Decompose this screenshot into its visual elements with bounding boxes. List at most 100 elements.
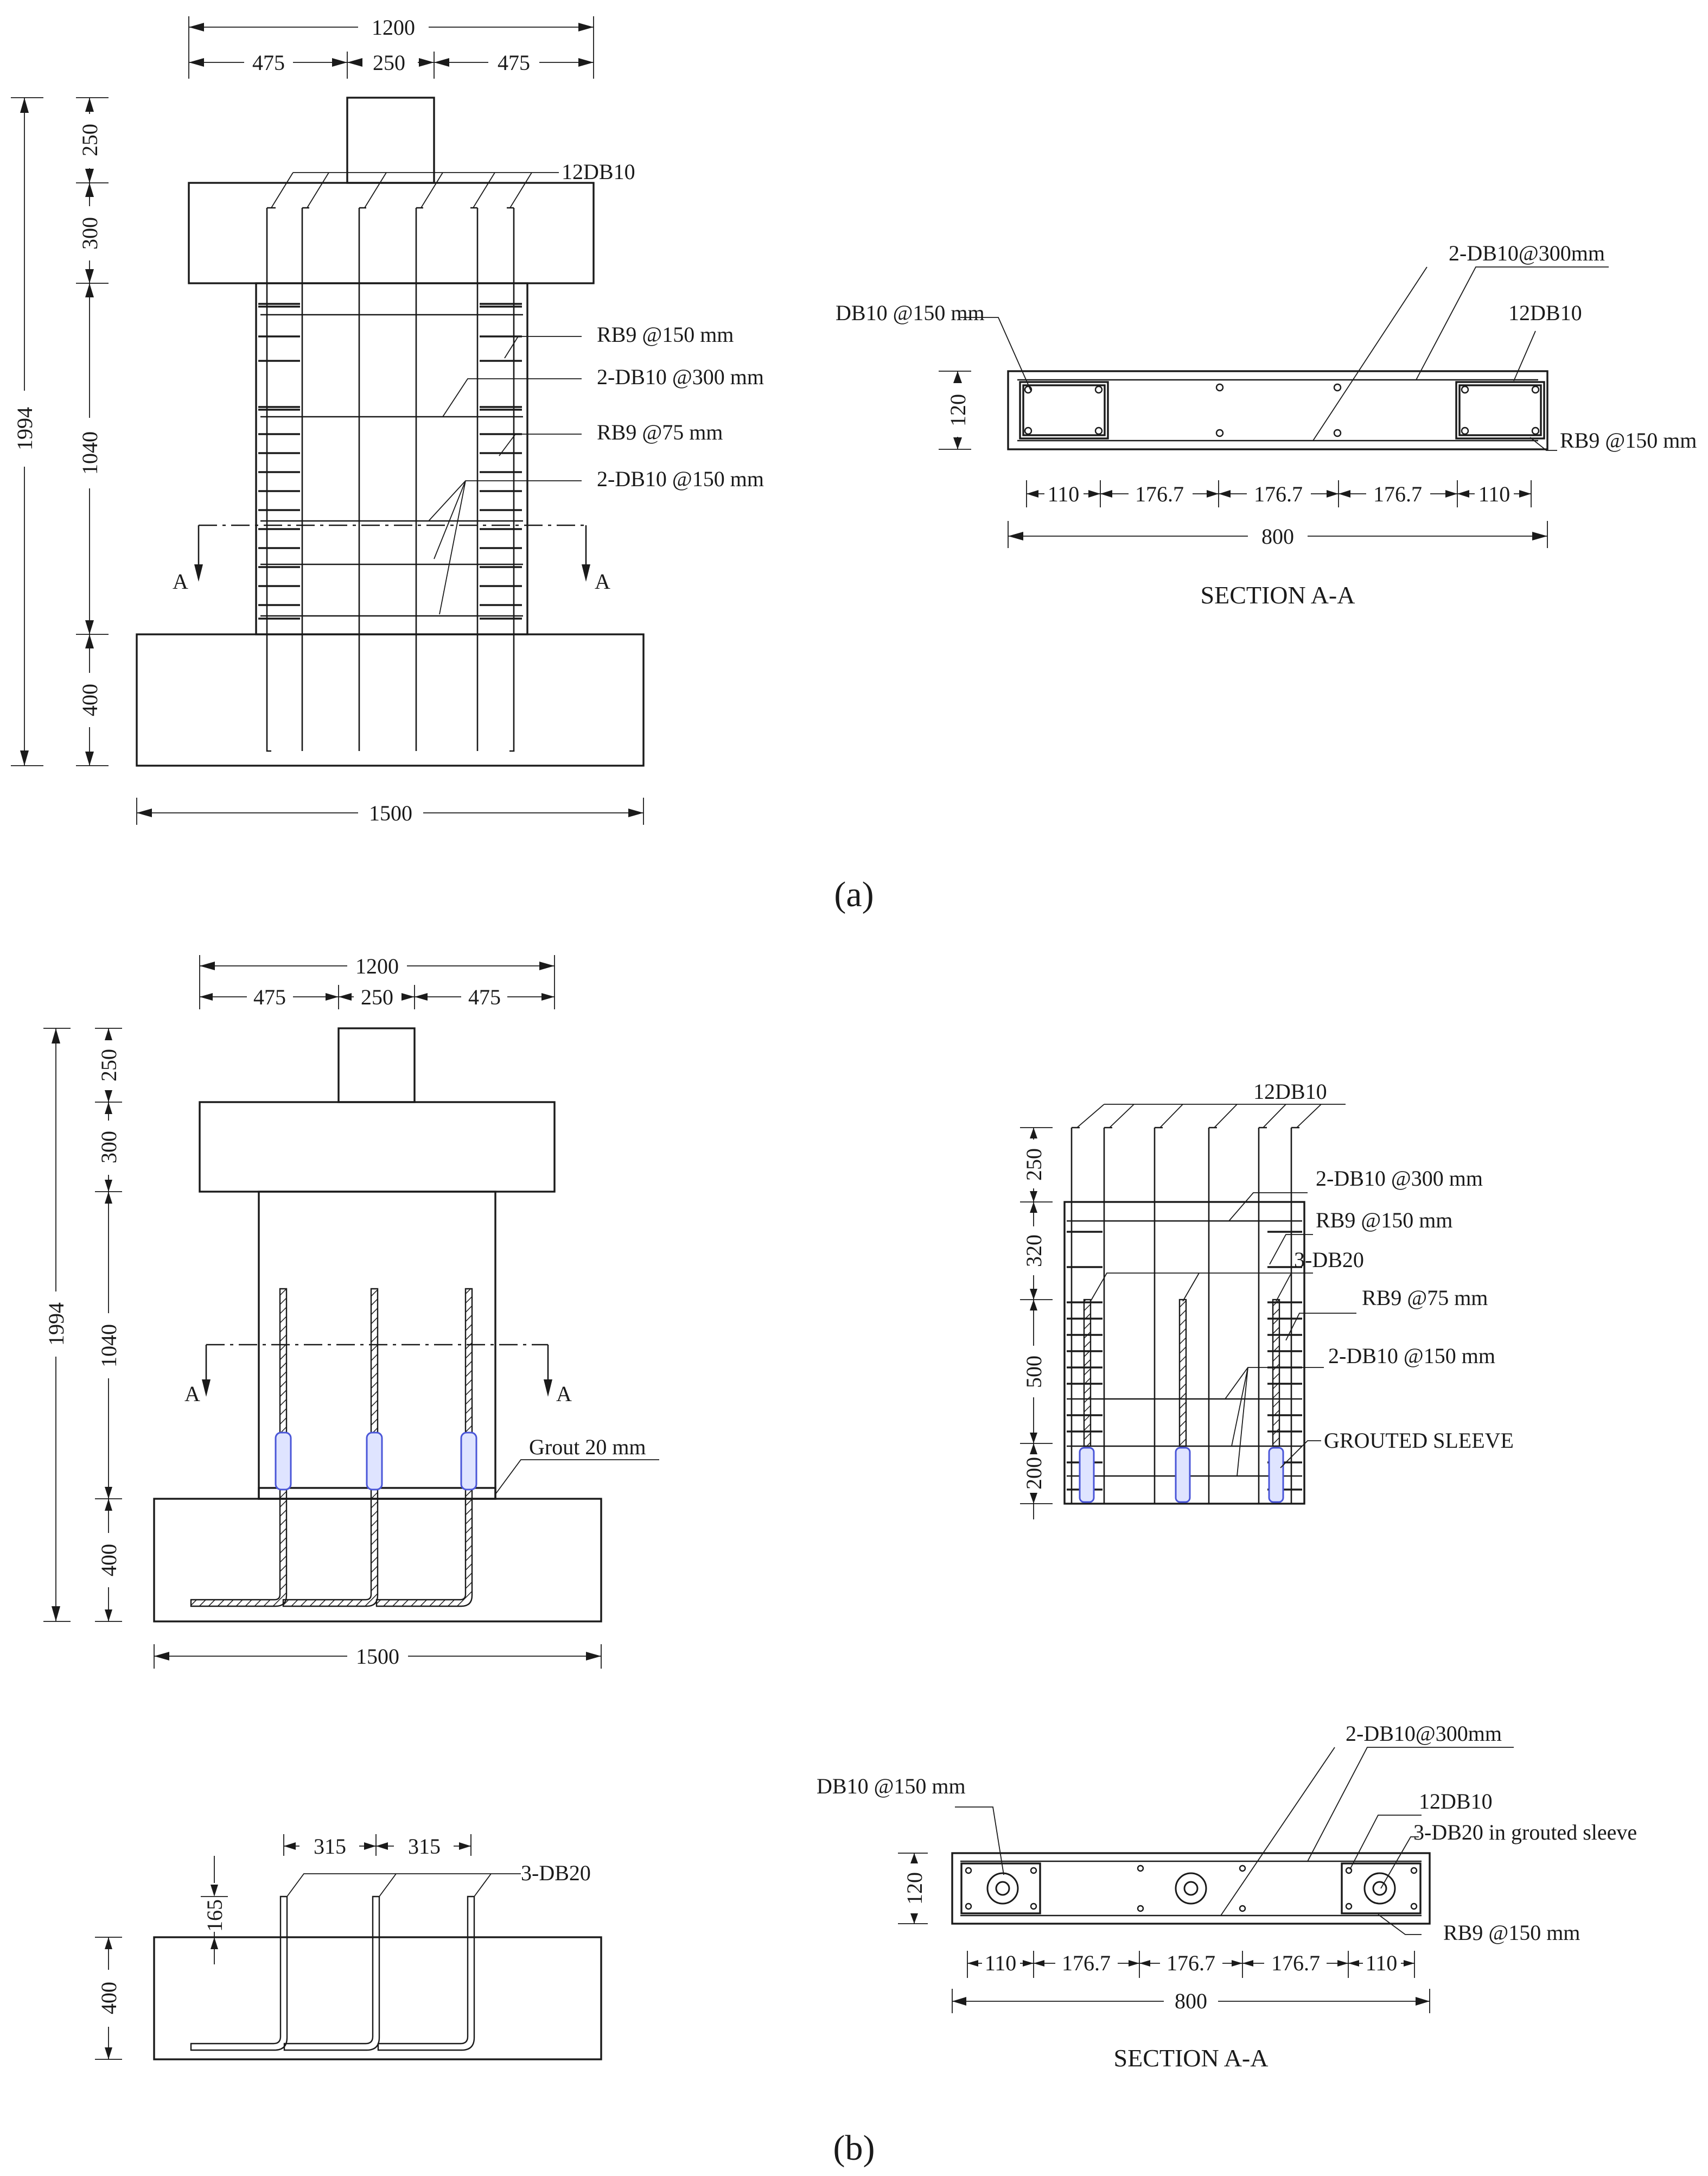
footing-dim-h: 400 xyxy=(97,1982,121,2014)
detail-dim-h3: 500 xyxy=(1022,1356,1046,1388)
detail-db20-bars xyxy=(1083,1299,1280,1447)
detail-leader-12db10 xyxy=(1076,1104,1346,1128)
cut-label-right: A xyxy=(595,569,610,594)
dim-h-stub-b: 250 xyxy=(97,1049,121,1081)
detail-dim-h1: 250 xyxy=(1022,1148,1046,1181)
section-leaders-a xyxy=(960,266,1609,451)
top-beam xyxy=(188,182,595,284)
boundary-hoop-right xyxy=(1455,381,1545,440)
detail-label-db10-300: 2-DB10 @300 mm xyxy=(1316,1166,1483,1191)
section-dim-d4: 176.7 xyxy=(1373,482,1422,506)
section-dim-d1: 110 xyxy=(1048,482,1080,506)
detail-label-db20: 3-DB20 xyxy=(1294,1248,1364,1272)
horizontal-web-bars xyxy=(260,314,523,617)
dim-h-footing: 400 xyxy=(78,684,102,716)
label-rb9-150: RB9 @150 mm xyxy=(597,322,734,347)
dim-h-beam-b: 300 xyxy=(97,1131,121,1163)
elevation-b: A A Grout 20 mm 1200 475 250 475 xyxy=(43,954,659,1669)
caption-a: (a) xyxy=(834,875,874,914)
loading-stub xyxy=(346,97,435,184)
footing-dim-s2: 315 xyxy=(408,1834,441,1859)
label-db10-150: 2-DB10 @150 mm xyxy=(597,467,764,491)
section-cut-b xyxy=(202,1344,552,1397)
section-b-dim-d5: 110 xyxy=(1366,1951,1398,1975)
section-b-label-rb9-150: RB9 @150 mm xyxy=(1443,1920,1580,1945)
section-b-outline xyxy=(951,1852,1431,1925)
detail-label-12db10: 12DB10 xyxy=(1253,1079,1327,1104)
detail-b: 12DB10 xyxy=(1020,1079,1514,1519)
section-b-dim-d3: 176.7 xyxy=(1167,1951,1215,1975)
elevation-a: A A 12DB10 RB9 @150 mm 2-DB10 @300 mm RB… xyxy=(11,15,764,825)
section-b-label-12db10: 12DB10 xyxy=(1419,1789,1493,1814)
detail-dim-h4: 200 xyxy=(1022,1457,1046,1490)
dim-h-beam: 300 xyxy=(78,217,102,250)
section-dim-d5: 110 xyxy=(1478,482,1511,506)
detail-dim-h2: 320 xyxy=(1022,1235,1046,1267)
section-label-db10-300: 2-DB10@300mm xyxy=(1449,241,1605,265)
detail-longitudinal-bars xyxy=(1070,1127,1299,1503)
dims-top-b xyxy=(199,955,555,1009)
section-b-dim-d2: 176.7 xyxy=(1062,1951,1111,1975)
section-a-a: DB10 @150 mm 2-DB10@300mm 12DB10 RB9 @15… xyxy=(836,241,1697,609)
dim-top-total-b: 1200 xyxy=(355,954,399,978)
section-b-leaders xyxy=(955,1747,1514,1935)
section-label-rb9-150: RB9 @150 mm xyxy=(1560,428,1697,453)
section-b-bars xyxy=(965,1865,1418,1912)
label-db10-300: 2-DB10 @300 mm xyxy=(597,365,764,389)
footing-dowels-b: 315 315 3-DB20 165 400 xyxy=(95,1834,602,2060)
cut-label-right-b: A xyxy=(556,1382,572,1406)
footing-b-lower xyxy=(153,1936,602,2060)
dims-left-a xyxy=(11,97,109,766)
boundary-ties-right xyxy=(480,303,522,620)
section-cut-a xyxy=(194,524,590,582)
dim-top-left: 475 xyxy=(252,50,285,75)
boundary-hoop-left xyxy=(1019,381,1109,440)
footing xyxy=(136,633,645,767)
section-b-label-db20: 3-DB20 in grouted sleeve xyxy=(1413,1820,1637,1844)
section-b-thickness-dim xyxy=(898,1853,928,1924)
dim-top-mid-b: 250 xyxy=(361,985,393,1009)
dim-h-column-b: 1040 xyxy=(97,1324,121,1367)
dim-h-stub: 250 xyxy=(78,124,102,156)
detail-leaders xyxy=(1090,1192,1356,1477)
detail-wall xyxy=(1063,1201,1305,1505)
section-b-dim-d1: 110 xyxy=(985,1951,1017,1975)
label-rb9-75: RB9 @75 mm xyxy=(597,420,723,444)
section-dim-d2: 176.7 xyxy=(1135,482,1184,506)
dim-height-total: 1994 xyxy=(12,407,37,450)
section-b-dim-width: 800 xyxy=(1175,1989,1207,2013)
dims-left-b xyxy=(43,1028,122,1622)
leader-12db10 xyxy=(271,172,559,208)
footing-dim-proj: 165 xyxy=(202,1899,227,1932)
section-b-dim-d4: 176.7 xyxy=(1271,1951,1320,1975)
section-label-12db10: 12DB10 xyxy=(1508,301,1582,325)
dim-base-b xyxy=(154,1644,602,1669)
detail-label-db10-150: 2-DB10 @150 mm xyxy=(1328,1344,1495,1368)
section-title-a: SECTION A-A xyxy=(1201,581,1355,609)
footing-label-bars: 3-DB20 xyxy=(521,1861,591,1885)
top-beam-b xyxy=(199,1101,556,1193)
boundary-ties-left xyxy=(258,303,300,620)
dim-top-total: 1200 xyxy=(372,15,415,40)
dowel-bars-b xyxy=(190,1288,473,1607)
section-b-label-db10-300: 2-DB10@300mm xyxy=(1346,1721,1502,1746)
cut-label-left-b: A xyxy=(184,1382,200,1406)
dim-top-right: 475 xyxy=(498,50,530,75)
section-dim-d3: 176.7 xyxy=(1254,482,1303,506)
section-b-hoop-left xyxy=(960,1862,1041,1914)
dim-top-left-b: 475 xyxy=(253,985,286,1009)
label-grout: Grout 20 mm xyxy=(529,1435,646,1459)
section-dim-width: 800 xyxy=(1261,524,1294,549)
dim-h-column: 1040 xyxy=(78,431,102,475)
section-b-hoop-right xyxy=(1341,1862,1422,1914)
section-title-b: SECTION A-A xyxy=(1114,2044,1269,2072)
section-b-label-db10-150: DB10 @150 mm xyxy=(817,1774,966,1798)
caption-b: (b) xyxy=(833,2128,875,2168)
footing-dim-s1: 315 xyxy=(314,1834,346,1859)
detail-label-rb9-75: RB9 @75 mm xyxy=(1362,1286,1488,1310)
dims-top-a xyxy=(188,16,594,79)
detail-label-sleeve: GROUTED SLEEVE xyxy=(1324,1428,1514,1453)
callout-leaders-a xyxy=(428,336,582,615)
section-b-a: DB10 @150 mm 2-DB10@300mm 12DB10 3-DB20 … xyxy=(817,1721,1637,2072)
